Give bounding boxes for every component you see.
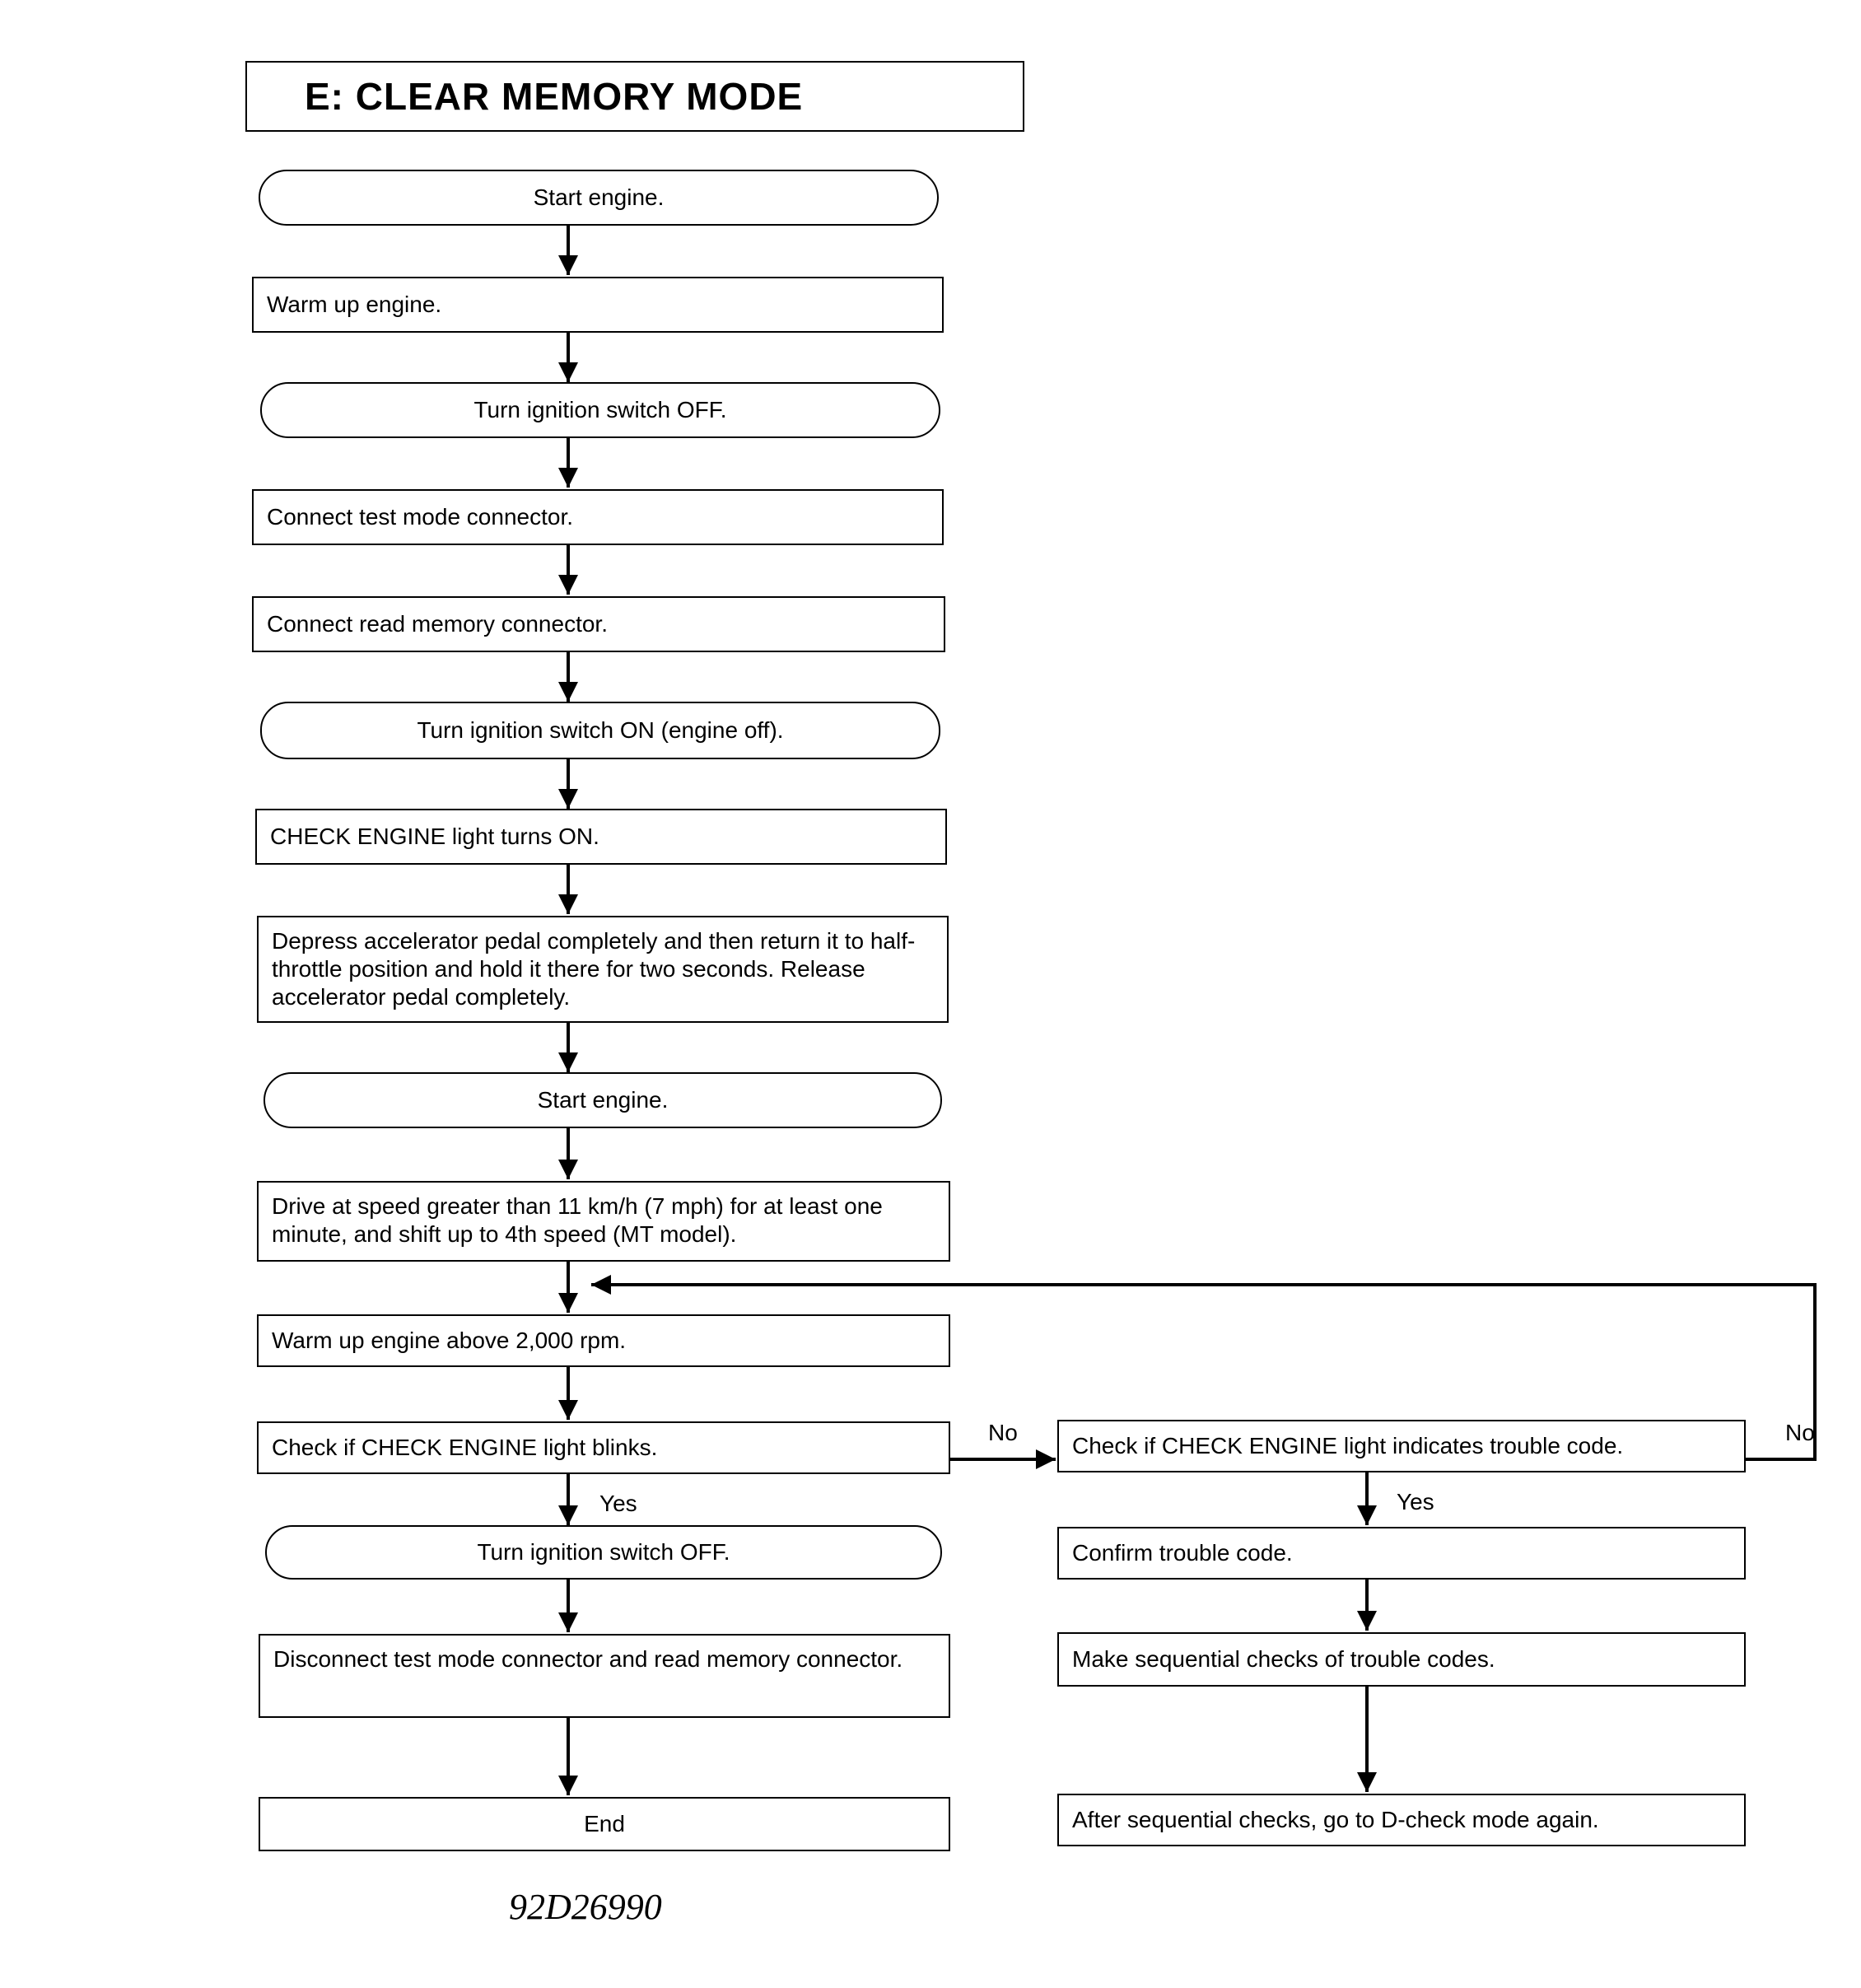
- node-connect-read-memory: Connect read memory connector.: [252, 596, 945, 652]
- page-title: E: CLEAR MEMORY MODE: [305, 75, 804, 118]
- label-blinks-yes: Yes: [599, 1491, 637, 1516]
- node-ignition-on: Turn ignition switch ON (engine off).: [260, 702, 940, 759]
- title-box: E: CLEAR MEMORY MODE: [245, 61, 1024, 132]
- node-after-sequential-checks: After sequential checks, go to D-check m…: [1057, 1794, 1746, 1846]
- node-disconnect: Disconnect test mode connector and read …: [259, 1634, 950, 1718]
- node-check-light-on: CHECK ENGINE light turns ON.: [255, 809, 947, 865]
- node-confirm-trouble-code: Confirm trouble code.: [1057, 1527, 1746, 1580]
- figure-code: 92D26990: [509, 1887, 662, 1927]
- node-check-trouble-code: Check if CHECK ENGINE light indicates tr…: [1057, 1420, 1746, 1472]
- node-start-engine-1: Start engine.: [259, 170, 939, 226]
- node-connect-test-mode: Connect test mode connector.: [252, 489, 944, 545]
- node-warm-2000rpm: Warm up engine above 2,000 rpm.: [257, 1314, 950, 1367]
- node-start-engine-2: Start engine.: [264, 1072, 942, 1128]
- node-depress-pedal: Depress accelerator pedal completely and…: [257, 916, 949, 1023]
- node-drive: Drive at speed greater than 11 km/h (7 m…: [257, 1181, 950, 1262]
- node-end: End: [259, 1797, 950, 1851]
- label-trouble-yes: Yes: [1397, 1489, 1434, 1514]
- label-blinks-no: No: [988, 1420, 1018, 1445]
- node-ignition-off-1: Turn ignition switch OFF.: [260, 382, 940, 438]
- node-ignition-off-2: Turn ignition switch OFF.: [265, 1525, 942, 1580]
- node-warm-up-engine: Warm up engine.: [252, 277, 944, 333]
- node-sequential-checks: Make sequential checks of trouble codes.: [1057, 1632, 1746, 1687]
- label-trouble-no: No: [1785, 1420, 1815, 1445]
- node-check-blinks: Check if CHECK ENGINE light blinks.: [257, 1421, 950, 1474]
- arrow-trouble-no-loop: [591, 1275, 1817, 1461]
